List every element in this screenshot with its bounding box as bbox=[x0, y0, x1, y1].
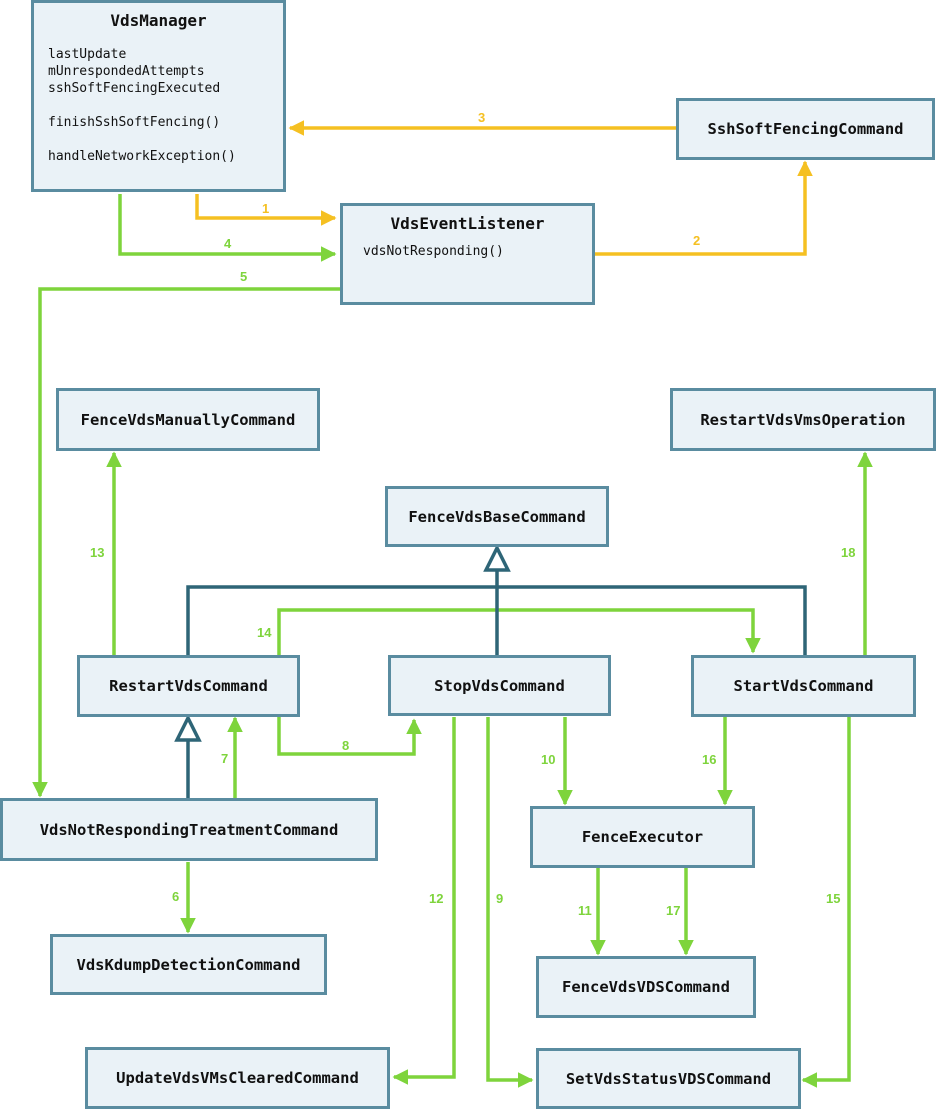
step-label-3: 3 bbox=[478, 110, 486, 125]
ssh-soft-fencing-command-box: SshSoftFencingCommand bbox=[676, 98, 935, 160]
arrow-15-start-to-setvdsstatus bbox=[801, 717, 851, 1088]
method-finish-ssh-soft-fencing: finishSshSoftFencing() bbox=[48, 115, 221, 130]
fence-vds-vds-command-box: FenceVdsVDSCommand bbox=[536, 956, 756, 1018]
arrow-14-restart-to-start bbox=[277, 608, 761, 655]
step-label-11: 11 bbox=[578, 903, 592, 918]
step-label-8: 8 bbox=[342, 738, 350, 753]
step-label-17: 17 bbox=[666, 903, 681, 918]
vds-manager-title: VdsManager bbox=[110, 11, 207, 30]
step-label-12: 12 bbox=[429, 891, 444, 906]
restart-vds-vms-operation-box: RestartVdsVmsOperation bbox=[670, 388, 936, 451]
vds-kdump-detection-command-box: VdsKdumpDetectionCommand bbox=[50, 934, 327, 995]
update-vds-vms-cleared-command-box: UpdateVdsVMsClearedCommand bbox=[85, 1047, 390, 1109]
vds-event-listener-title: VdsEventListener bbox=[390, 214, 545, 233]
step-label-5: 5 bbox=[240, 269, 248, 284]
fence-vds-manually-command-box: FenceVdsManuallyCommand bbox=[56, 388, 320, 451]
arrow-8-restart-to-stop bbox=[277, 717, 422, 756]
stop-vds-command-box: StopVdsCommand bbox=[388, 655, 611, 716]
set-vds-status-vds-command-box: SetVdsStatusVDSCommand bbox=[536, 1048, 801, 1109]
inheritance-start-branch bbox=[497, 585, 807, 655]
step-label-4: 4 bbox=[224, 236, 232, 251]
field-unresponded-attempts: mUnrespondedAttempts bbox=[48, 64, 205, 79]
step-label-9: 9 bbox=[496, 891, 504, 906]
arrow-2-eventlistener-to-sshsoftfencing bbox=[595, 160, 813, 256]
step-label-6: 6 bbox=[172, 889, 180, 904]
start-vds-command-box: StartVdsCommand bbox=[691, 655, 916, 717]
vds-manager-class-box: VdsManager lastUpdate mUnrespondedAttemp… bbox=[31, 0, 286, 192]
step-label-14: 14 bbox=[257, 625, 272, 640]
step-label-18: 18 bbox=[841, 545, 856, 560]
step-label-13: 13 bbox=[90, 545, 105, 560]
step-label-2: 2 bbox=[693, 233, 701, 248]
arrow-4-vdsmanager-to-eventlistener bbox=[118, 194, 337, 262]
arrow-5-eventlistener-to-treatment bbox=[32, 287, 340, 798]
arrow-9-stop-to-setvdsstatus bbox=[486, 717, 534, 1088]
step-label-16: 16 bbox=[702, 752, 717, 767]
vds-event-listener-class-box: VdsEventListener vdsNotResponding() bbox=[340, 203, 595, 305]
inheritance-triangle-base bbox=[483, 544, 511, 572]
step-label-10: 10 bbox=[541, 752, 556, 767]
fence-executor-box: FenceExecutor bbox=[530, 806, 755, 868]
arrow-1-vdsmanager-to-eventlistener bbox=[195, 194, 337, 226]
inheritance-triangle-restart bbox=[174, 714, 202, 742]
field-ssh-soft-fencing-executed: sshSoftFencingExecuted bbox=[48, 81, 221, 96]
step-label-7: 7 bbox=[221, 751, 229, 766]
step-label-1: 1 bbox=[262, 201, 270, 216]
field-last-update: lastUpdate bbox=[48, 47, 127, 62]
vds-not-responding-treatment-command-box: VdsNotRespondingTreatmentCommand bbox=[0, 798, 378, 861]
method-handle-network-exception: handleNetworkException() bbox=[48, 149, 236, 164]
method-vds-not-responding: vdsNotResponding() bbox=[363, 244, 504, 259]
inheritance-restart-branch bbox=[186, 585, 497, 655]
arrow-12-stop-to-updatevdsvms bbox=[392, 717, 456, 1085]
step-label-15: 15 bbox=[826, 891, 841, 906]
fence-vds-base-command-box: FenceVdsBaseCommand bbox=[385, 486, 609, 547]
restart-vds-command-box: RestartVdsCommand bbox=[77, 655, 300, 717]
